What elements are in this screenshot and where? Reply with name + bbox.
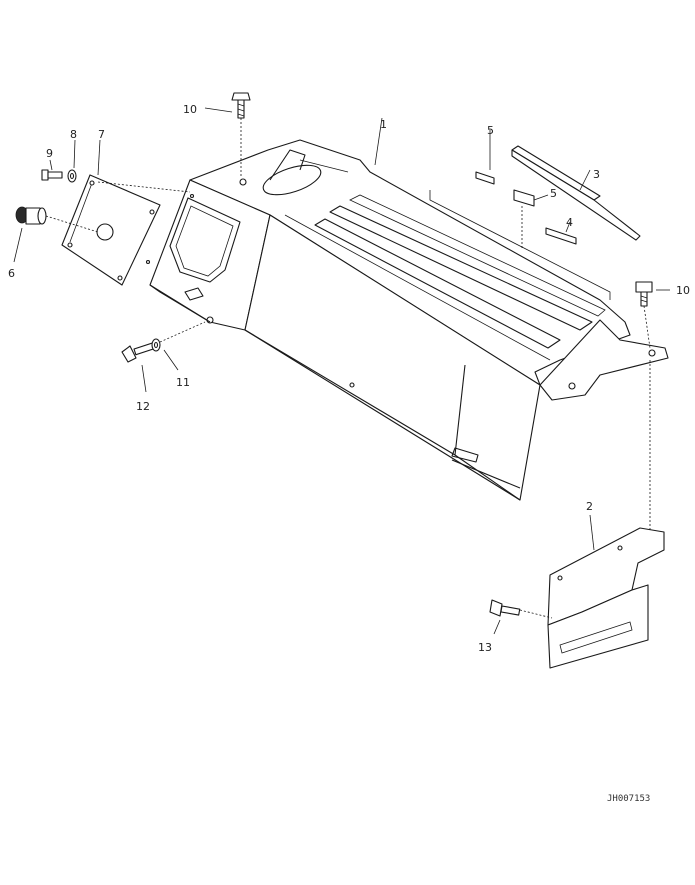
callout-4: 4 xyxy=(566,216,573,229)
callout-7: 7 xyxy=(98,128,105,141)
callout-5: 5 xyxy=(550,187,557,200)
callout-3: 3 xyxy=(593,168,600,181)
leader-1 xyxy=(374,117,383,166)
bracket-2 xyxy=(547,514,665,669)
strip-3 xyxy=(511,145,641,241)
knob-6 xyxy=(13,206,99,263)
bolt-9 xyxy=(41,159,63,181)
spacer-4 xyxy=(545,221,577,245)
bolt-13 xyxy=(489,599,553,635)
bolt-10 xyxy=(204,92,251,178)
bolt-12 xyxy=(121,342,156,393)
spacer-5-top xyxy=(475,130,495,185)
callout-2: 2 xyxy=(586,500,593,513)
callout-9: 9 xyxy=(46,147,53,160)
leader-7 xyxy=(97,139,101,176)
access-plate xyxy=(61,174,191,286)
callout-10-right: 10 xyxy=(676,284,690,297)
callout-11: 11 xyxy=(176,376,190,389)
main-tray xyxy=(145,139,669,501)
washer-8 xyxy=(67,139,77,183)
drawing-reference: JH007153 xyxy=(607,794,650,804)
block-5 xyxy=(513,189,549,248)
callout-10: 10 xyxy=(183,103,197,116)
callout-6: 6 xyxy=(8,267,15,280)
callout-12: 12 xyxy=(136,400,150,413)
washer-11 xyxy=(151,321,206,371)
callout-13: 13 xyxy=(478,641,492,654)
callout-8: 8 xyxy=(70,128,77,141)
callout-5-top: 5 xyxy=(487,124,494,137)
bolt-10-right xyxy=(635,281,670,530)
callout-1-top: 1 xyxy=(380,118,387,131)
